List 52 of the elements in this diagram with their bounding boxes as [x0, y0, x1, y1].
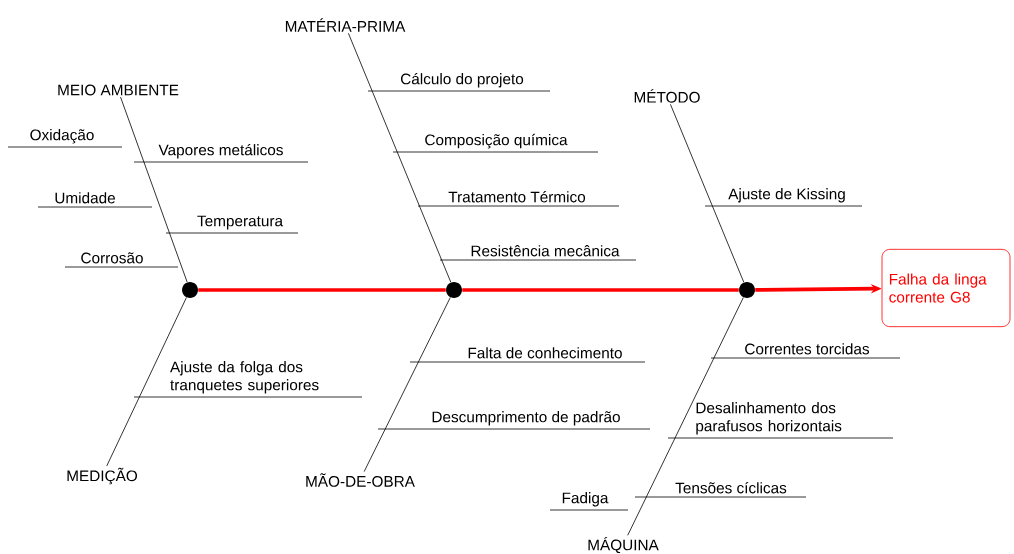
cause-label: Composição química: [425, 133, 568, 149]
cause-line: [37, 206, 153, 208]
category-label: MÃO-DE-OBRA: [306, 473, 415, 487]
cause-label: Umidade: [55, 192, 115, 204]
cause-label: Resistência mecânica: [471, 245, 620, 257]
bone-line: [670, 103, 745, 283]
cause-line: [667, 437, 894, 439]
cause-label: Tensões cíclicas: [675, 481, 787, 494]
cause-label: Fadiga: [562, 492, 609, 507]
cause-line: [377, 428, 651, 430]
bone-line: [627, 297, 744, 536]
category-label: MEIO AMBIENTE: [58, 84, 179, 96]
cause-line: [133, 161, 309, 163]
category-label: MÉTODO: [634, 89, 700, 103]
cause-label: Desalinhamento dos parafusos horizontais: [696, 402, 842, 435]
cause-label: Temperatura: [197, 215, 284, 230]
cause-label: Falta de conhecimento: [468, 347, 622, 359]
cause-label: Tratamento Térmico: [448, 190, 586, 203]
cause-label: Corrosão: [81, 252, 143, 264]
cause-line: [367, 90, 551, 92]
junction-dot: [446, 282, 462, 298]
cause-label: Vapores metálicos: [158, 143, 283, 159]
cause-label: Correntes torcidas: [745, 343, 870, 355]
cause-label: Ajuste de Kissing: [728, 188, 845, 203]
spine-line: [462, 288, 739, 292]
bone-line: [106, 297, 187, 467]
bone-line: [120, 96, 188, 283]
cause-line: [133, 396, 363, 398]
cause-line: [710, 357, 901, 359]
junction-dot: [739, 282, 755, 298]
junction-dot: [182, 282, 198, 298]
cause-line: [634, 496, 807, 498]
category-label: MATÉRIA-PRIMA: [285, 18, 406, 32]
bone-line: [363, 297, 451, 472]
cause-line: [549, 509, 629, 511]
cause-label: Ajuste da folga dos tranquetes superiores: [170, 361, 319, 394]
category-label: MEDIÇÃO: [67, 467, 138, 485]
cause-line: [439, 259, 637, 261]
cause-line: [7, 146, 123, 148]
cause-line: [409, 361, 646, 363]
cause-label: Oxidação: [30, 129, 94, 144]
cause-line: [165, 232, 299, 234]
cause-line: [64, 266, 179, 268]
cause-line: [392, 151, 599, 153]
spine-line: [198, 288, 446, 292]
cause-line: [704, 205, 863, 207]
bone-line: [348, 32, 452, 283]
category-label: MÁQUINA: [588, 536, 659, 554]
cause-line: [417, 205, 620, 207]
cause-label: Descumprimento de padrão: [432, 411, 620, 426]
effect-box: Falha da linga corrente G8: [881, 248, 1011, 328]
cause-label: Cálculo do projeto: [401, 72, 524, 88]
